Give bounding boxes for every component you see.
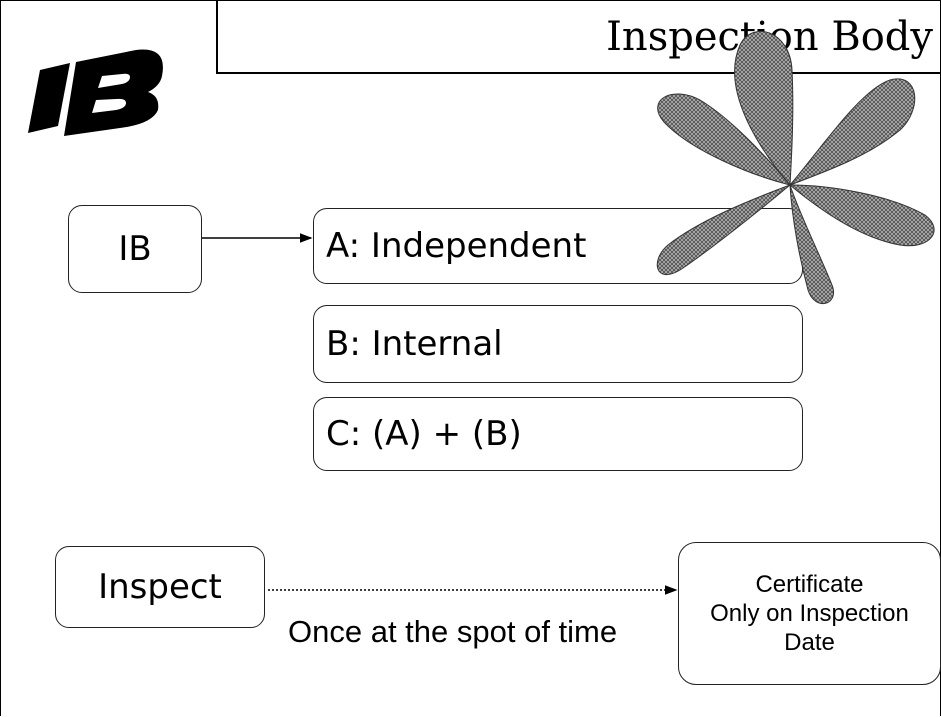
ib-logo [28,49,163,136]
certificate-line-3: Date [784,629,835,656]
option-c-box: C: (A) + (B) [313,397,803,471]
connector-label: Once at the spot of time [288,614,618,649]
option-a-box: A: Independent [313,208,803,284]
option-c-label: C: (A) + (B) [326,414,522,454]
option-b-box: B: Internal [313,305,803,383]
ib-node: IB [68,205,202,293]
option-b-label: B: Internal [326,324,503,364]
certificate-node: Certificate Only on Inspection Date [678,542,941,685]
inspect-node: Inspect [55,546,265,628]
inspect-label: Inspect [98,567,222,607]
certificate-line-1: Certificate [755,571,864,598]
option-a-label: A: Independent [326,226,587,266]
certificate-line-2: Only on Inspection [710,600,909,627]
ib-node-label: IB [118,229,152,269]
